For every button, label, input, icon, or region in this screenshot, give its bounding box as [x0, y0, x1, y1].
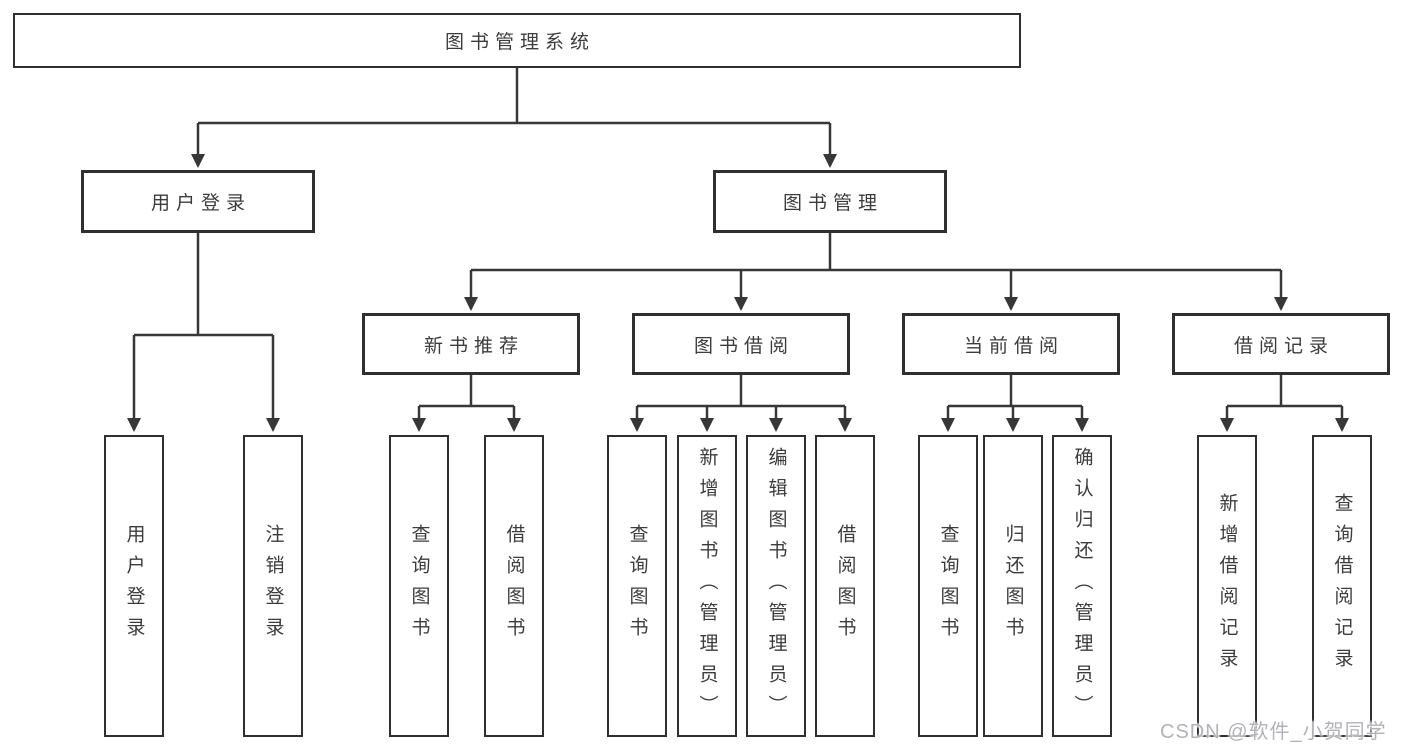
leaf-confirm-return-admin: 确认归还（管理员）: [1052, 435, 1112, 737]
node-book-borrowing: 图书借阅: [632, 313, 850, 375]
leaf-query-books-current: 查询图书: [918, 435, 978, 737]
leaf-add-books-admin: 新增图书（管理员）: [677, 435, 737, 737]
node-new-book-recommendation: 新书推荐: [362, 313, 580, 375]
leaf-query-books-recommend: 查询图书: [389, 435, 449, 737]
leaf-borrow-books-recommend: 借阅图书: [484, 435, 544, 737]
leaf-borrow-books-borrowing: 借阅图书: [815, 435, 875, 737]
node-user-login-branch: 用户登录: [81, 170, 315, 233]
node-borrowing-records: 借阅记录: [1172, 313, 1390, 375]
node-current-borrowing: 当前借阅: [902, 313, 1120, 375]
leaf-query-books-borrowing: 查询图书: [607, 435, 667, 737]
leaf-return-books: 归还图书: [983, 435, 1043, 737]
leaf-logout: 注销登录: [243, 435, 303, 737]
node-book-management: 图书管理: [713, 170, 947, 233]
node-library-management-system: 图书管理系统: [13, 13, 1021, 68]
leaf-add-borrow-record: 新增借阅记录: [1197, 435, 1257, 737]
leaf-user-login: 用户登录: [104, 435, 164, 737]
leaf-edit-books-admin: 编辑图书（管理员）: [746, 435, 806, 737]
leaf-query-borrow-record: 查询借阅记录: [1312, 435, 1372, 737]
